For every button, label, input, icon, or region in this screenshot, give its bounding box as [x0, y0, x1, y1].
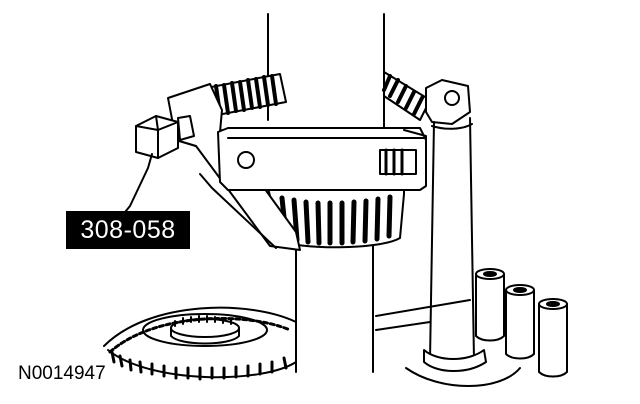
lower-gear	[103, 306, 297, 381]
forcing-bolt	[205, 71, 431, 121]
gear-puller	[167, 83, 427, 251]
hollow-pins	[375, 268, 568, 378]
tool-number-label: 308-058	[66, 211, 190, 249]
hex-head-bolt	[111, 115, 195, 229]
pivot-post	[405, 79, 521, 387]
figure-id: N0014947	[18, 363, 106, 384]
